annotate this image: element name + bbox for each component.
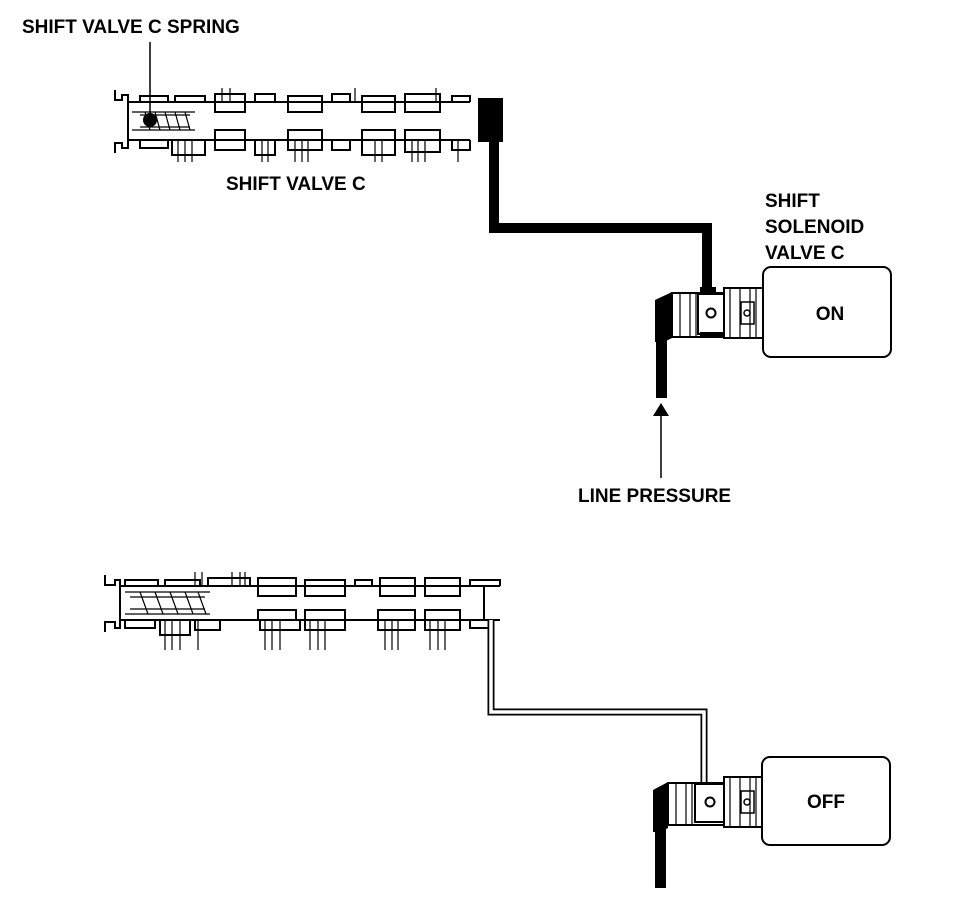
bottom-passage: [487, 620, 708, 782]
top-state-label: ON: [816, 304, 845, 325]
solenoid-label-line2: SOLENOID: [765, 217, 864, 238]
top-solenoid: [655, 266, 892, 398]
spring-marker: [143, 113, 157, 127]
solenoid-label-line3: VALVE C: [765, 243, 845, 264]
line-pressure-arrow: [653, 403, 669, 478]
spring-label: SHIFT VALVE C SPRING: [22, 17, 240, 38]
bottom-solenoid: [653, 756, 891, 888]
top-solenoid-body: [762, 266, 892, 358]
valve-label: SHIFT VALVE C: [226, 174, 366, 195]
bottom-solenoid-body: [761, 756, 891, 846]
bottom-valve-body: [104, 572, 501, 650]
line-pressure-label: LINE PRESSURE: [578, 486, 731, 507]
top-valve-body: [114, 88, 503, 162]
solenoid-label-line1: SHIFT: [765, 191, 820, 212]
bottom-state-label: OFF: [807, 792, 845, 813]
top-passage: [489, 140, 712, 292]
